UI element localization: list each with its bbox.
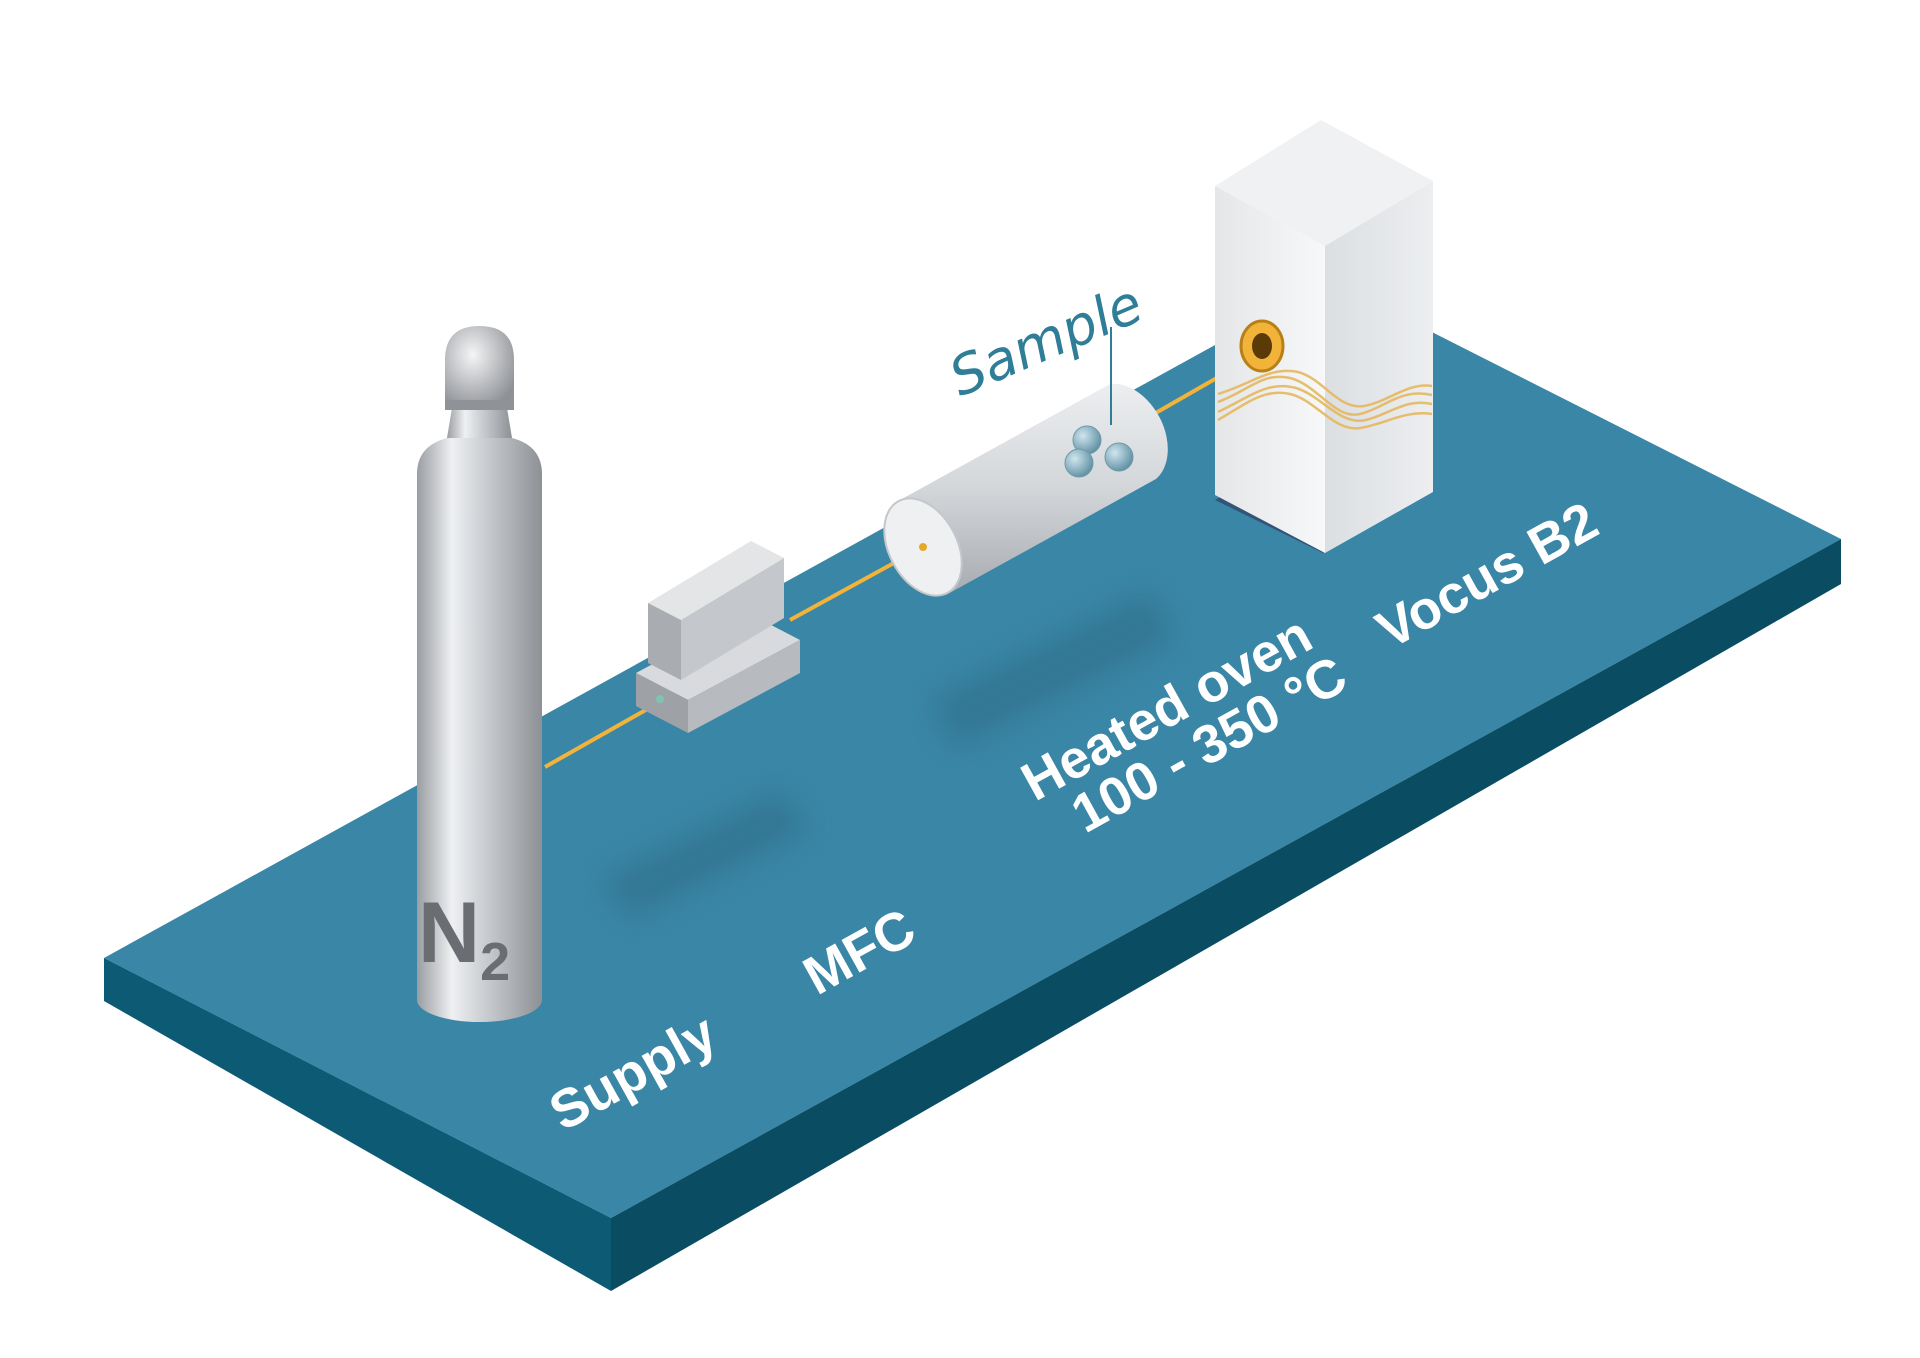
mfc-upper-top [648,541,784,620]
mfc-device [636,541,800,733]
cylinder-valve-cap [445,326,514,408]
formula-subscript: 2 [480,932,510,992]
mfc-port [656,695,664,703]
gas-line-supply-to-mfc [544,701,659,769]
heated-oven [883,327,1168,597]
vocus-top [1215,120,1433,246]
oven-inlet [919,543,927,551]
shadows [600,590,1175,920]
ion-trajectories [1217,369,1433,430]
mfc-base-front [636,673,688,733]
cylinder-body [417,438,542,1023]
cylinder-neck [447,408,512,438]
vocus-right-face [1325,181,1433,553]
sample-ball-2 [1104,442,1134,472]
mfc-upper-side [681,558,784,680]
cylinder-formula: N2 [418,885,510,992]
cylinder-collar [445,400,514,410]
nitrogen-cylinder: N2 [417,326,542,1023]
vocus-instrument [1215,120,1433,553]
sample-ball-3 [1064,448,1094,478]
table-right-side [611,539,1841,1291]
vocus-inlet-hole [1252,333,1272,359]
formula-main: N [418,885,480,981]
table-front-side [104,958,611,1291]
mfc-base-side [688,640,800,733]
mfc-upper-front [648,603,681,680]
table-platform [104,281,1841,1291]
